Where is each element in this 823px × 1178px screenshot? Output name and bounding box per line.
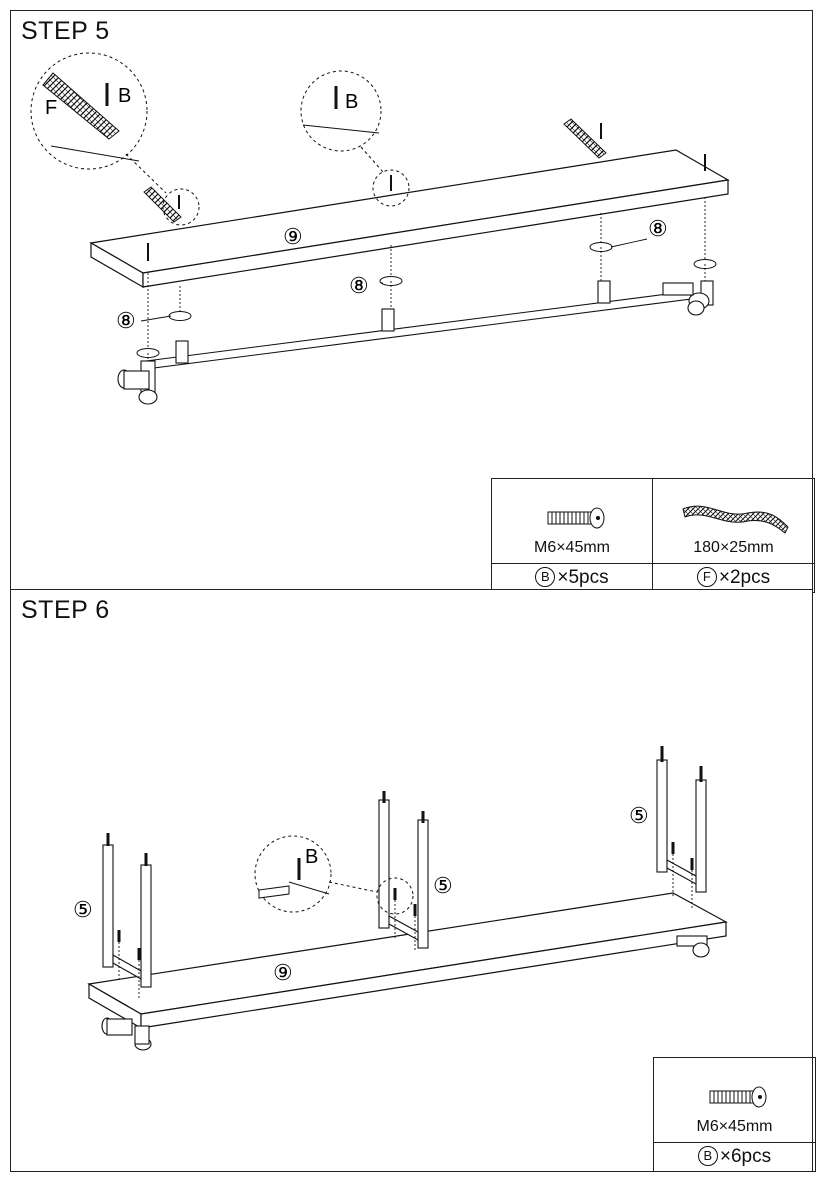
- part-label-board: ⑨: [273, 960, 293, 985]
- part-label-leg-1: ⑤: [73, 897, 93, 922]
- flanges: [136, 197, 717, 361]
- part-label-flange-3: ⑧: [648, 216, 668, 241]
- letter-f-badge: F: [696, 567, 717, 587]
- part-label-leg-2: ⑤: [433, 873, 453, 898]
- detail-circles: [254, 835, 414, 915]
- part-label-board: ⑨: [283, 224, 303, 249]
- screw-icon: [547, 507, 605, 528]
- hardware-screw-cell: M6×45mm: [653, 1057, 816, 1143]
- step-5-panel: STEP 5 ⑨: [10, 10, 815, 593]
- qty-f-text: ×2pcs: [718, 567, 771, 588]
- hardware-qty-b: B×6pcs: [653, 1142, 816, 1172]
- callout-b-1: B: [118, 85, 131, 107]
- step-6-panel: STEP 6 ⑨: [10, 590, 816, 1172]
- step-5-hardware-table: M6×45mm 180×25mm B×5pcs: [491, 478, 815, 593]
- step-6-hardware-table: M6×45mm B×6pcs: [653, 1057, 816, 1172]
- hardware-qty-b: B×5pcs: [491, 563, 653, 593]
- qty-b-text: ×6pcs: [719, 1146, 772, 1167]
- step-6-diagram: ⑨: [73, 746, 728, 1051]
- hardware-size-f: 180×25mm: [693, 539, 774, 556]
- hardware-qty-f: F×2pcs: [652, 563, 815, 593]
- hardware-size-b: M6×45mm: [696, 1118, 773, 1135]
- hardware-size-b: M6×45mm: [533, 539, 611, 556]
- detail-contents: [258, 858, 330, 899]
- step-5-diagram: ⑨: [30, 52, 730, 405]
- pipe-rail: [117, 280, 714, 405]
- callout-f: F: [45, 97, 57, 119]
- board-9: [87, 892, 728, 1030]
- callout-b-2: B: [345, 91, 358, 113]
- hardware-screw-cell: M6×45mm: [491, 478, 653, 564]
- part-label-flange-1: ⑧: [116, 308, 136, 333]
- board-9: [89, 149, 730, 289]
- hardware-strap-cell: 180×25mm: [652, 478, 815, 564]
- strap-f: [143, 118, 607, 223]
- flange-label-lines: [140, 238, 648, 322]
- step-5-title: STEP 5: [21, 17, 110, 45]
- strap-icon: [682, 505, 789, 534]
- screw-icon: [709, 1086, 767, 1107]
- step-6-title: STEP 6: [21, 596, 110, 624]
- leg-guides: [118, 854, 693, 998]
- pipe-rail: [101, 935, 710, 1051]
- letter-b-badge: B: [697, 1146, 718, 1166]
- leg-screws: [106, 746, 703, 960]
- qty-b-text: ×5pcs: [557, 567, 609, 588]
- screws: [147, 123, 706, 261]
- part-label-flange-2: ⑧: [349, 273, 369, 298]
- detail-contents: [42, 72, 380, 162]
- detail-circles: [30, 52, 410, 226]
- part-label-leg-3: ⑤: [629, 803, 649, 828]
- legs: [102, 759, 707, 988]
- callout-b: B: [305, 846, 318, 868]
- letter-b-badge: B: [535, 567, 556, 587]
